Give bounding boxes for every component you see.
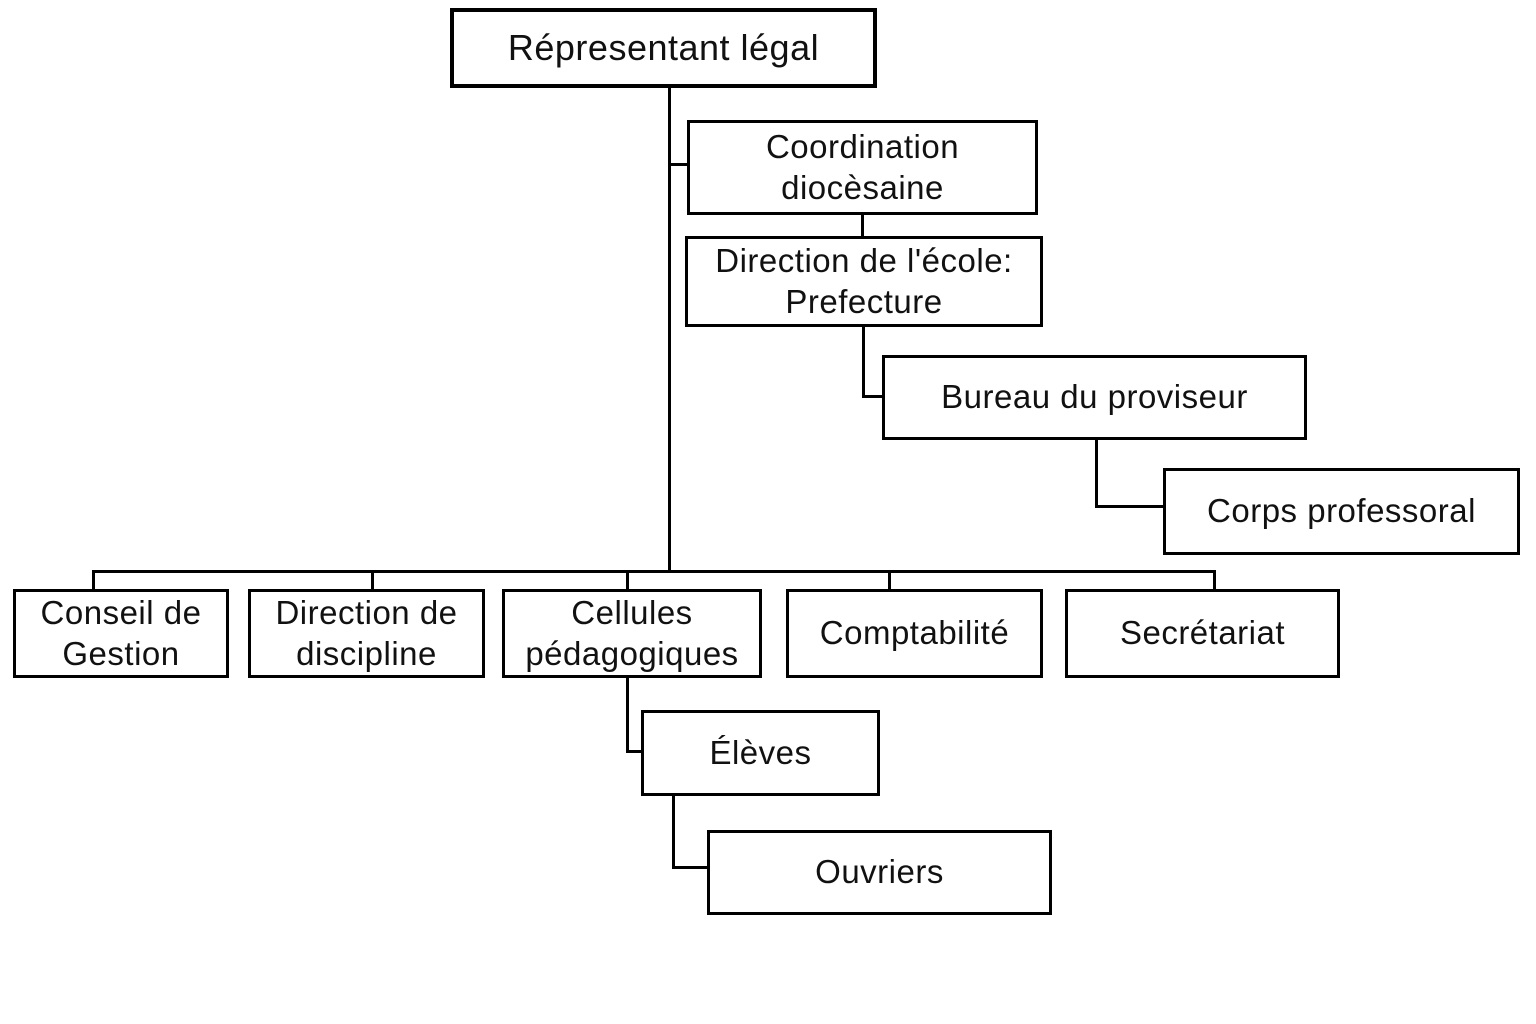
connector-stub-conseil bbox=[92, 570, 95, 589]
node-coordination-diocesaine-label: Coordination diocèsaine bbox=[765, 128, 960, 206]
node-coordination-diocesaine: Coordination diocèsaine bbox=[687, 120, 1038, 215]
connector-direction-to-bureau-v bbox=[862, 327, 865, 398]
node-representant-legal-label: Répresentant légal bbox=[507, 27, 820, 69]
connector-coordination-to-direction bbox=[861, 215, 864, 236]
connector-stub-cellules bbox=[626, 570, 629, 589]
node-direction-discipline-label: Direction de discipline bbox=[275, 594, 458, 672]
node-conseil-gestion: Conseil de Gestion bbox=[13, 589, 229, 678]
node-representant-legal: Répresentant légal bbox=[450, 8, 877, 88]
node-direction-discipline: Direction de discipline bbox=[248, 589, 485, 678]
node-corps-professoral-label: Corps professoral bbox=[1207, 492, 1476, 530]
node-conseil-gestion-label: Conseil de Gestion bbox=[40, 594, 202, 672]
connector-trunk-to-coordination bbox=[668, 163, 687, 166]
node-bureau-proviseur-label: Bureau du proviseur bbox=[941, 378, 1248, 416]
node-cellules-pedagogiques: Cellules pédagogiques bbox=[502, 589, 762, 678]
connector-cellules-to-eleves-h bbox=[626, 750, 641, 753]
connector-stub-secretariat bbox=[1213, 570, 1216, 589]
node-direction-ecole: Direction de l'école: Prefecture bbox=[685, 236, 1043, 327]
connector-stub-comptabilite bbox=[888, 570, 891, 589]
node-corps-professoral: Corps professoral bbox=[1163, 468, 1520, 555]
connector-trunk-vertical bbox=[668, 88, 671, 573]
connector-bottom-row-horizontal bbox=[92, 570, 1216, 573]
node-ouvriers-label: Ouvriers bbox=[815, 853, 944, 891]
connector-direction-to-bureau-h bbox=[862, 395, 882, 398]
node-bureau-proviseur: Bureau du proviseur bbox=[882, 355, 1307, 440]
node-ouvriers: Ouvriers bbox=[707, 830, 1052, 915]
node-comptabilite-label: Comptabilité bbox=[819, 614, 1010, 652]
node-eleves-label: Élèves bbox=[709, 733, 812, 771]
node-secretariat: Secrétariat bbox=[1065, 589, 1340, 678]
node-secretariat-label: Secrétariat bbox=[1119, 614, 1286, 652]
connector-bureau-to-corps-v bbox=[1095, 440, 1098, 508]
node-comptabilite: Comptabilité bbox=[786, 589, 1043, 678]
connector-cellules-to-eleves-v bbox=[626, 678, 629, 753]
node-eleves: Élèves bbox=[641, 710, 880, 796]
node-direction-ecole-label: Direction de l'école: Prefecture bbox=[715, 242, 1013, 320]
connector-eleves-to-ouvriers-v bbox=[672, 796, 675, 869]
connector-stub-discipline bbox=[371, 570, 374, 589]
connector-bureau-to-corps-h bbox=[1095, 505, 1163, 508]
connector-eleves-to-ouvriers-h bbox=[672, 866, 707, 869]
node-cellules-pedagogiques-label: Cellules pédagogiques bbox=[525, 594, 739, 672]
